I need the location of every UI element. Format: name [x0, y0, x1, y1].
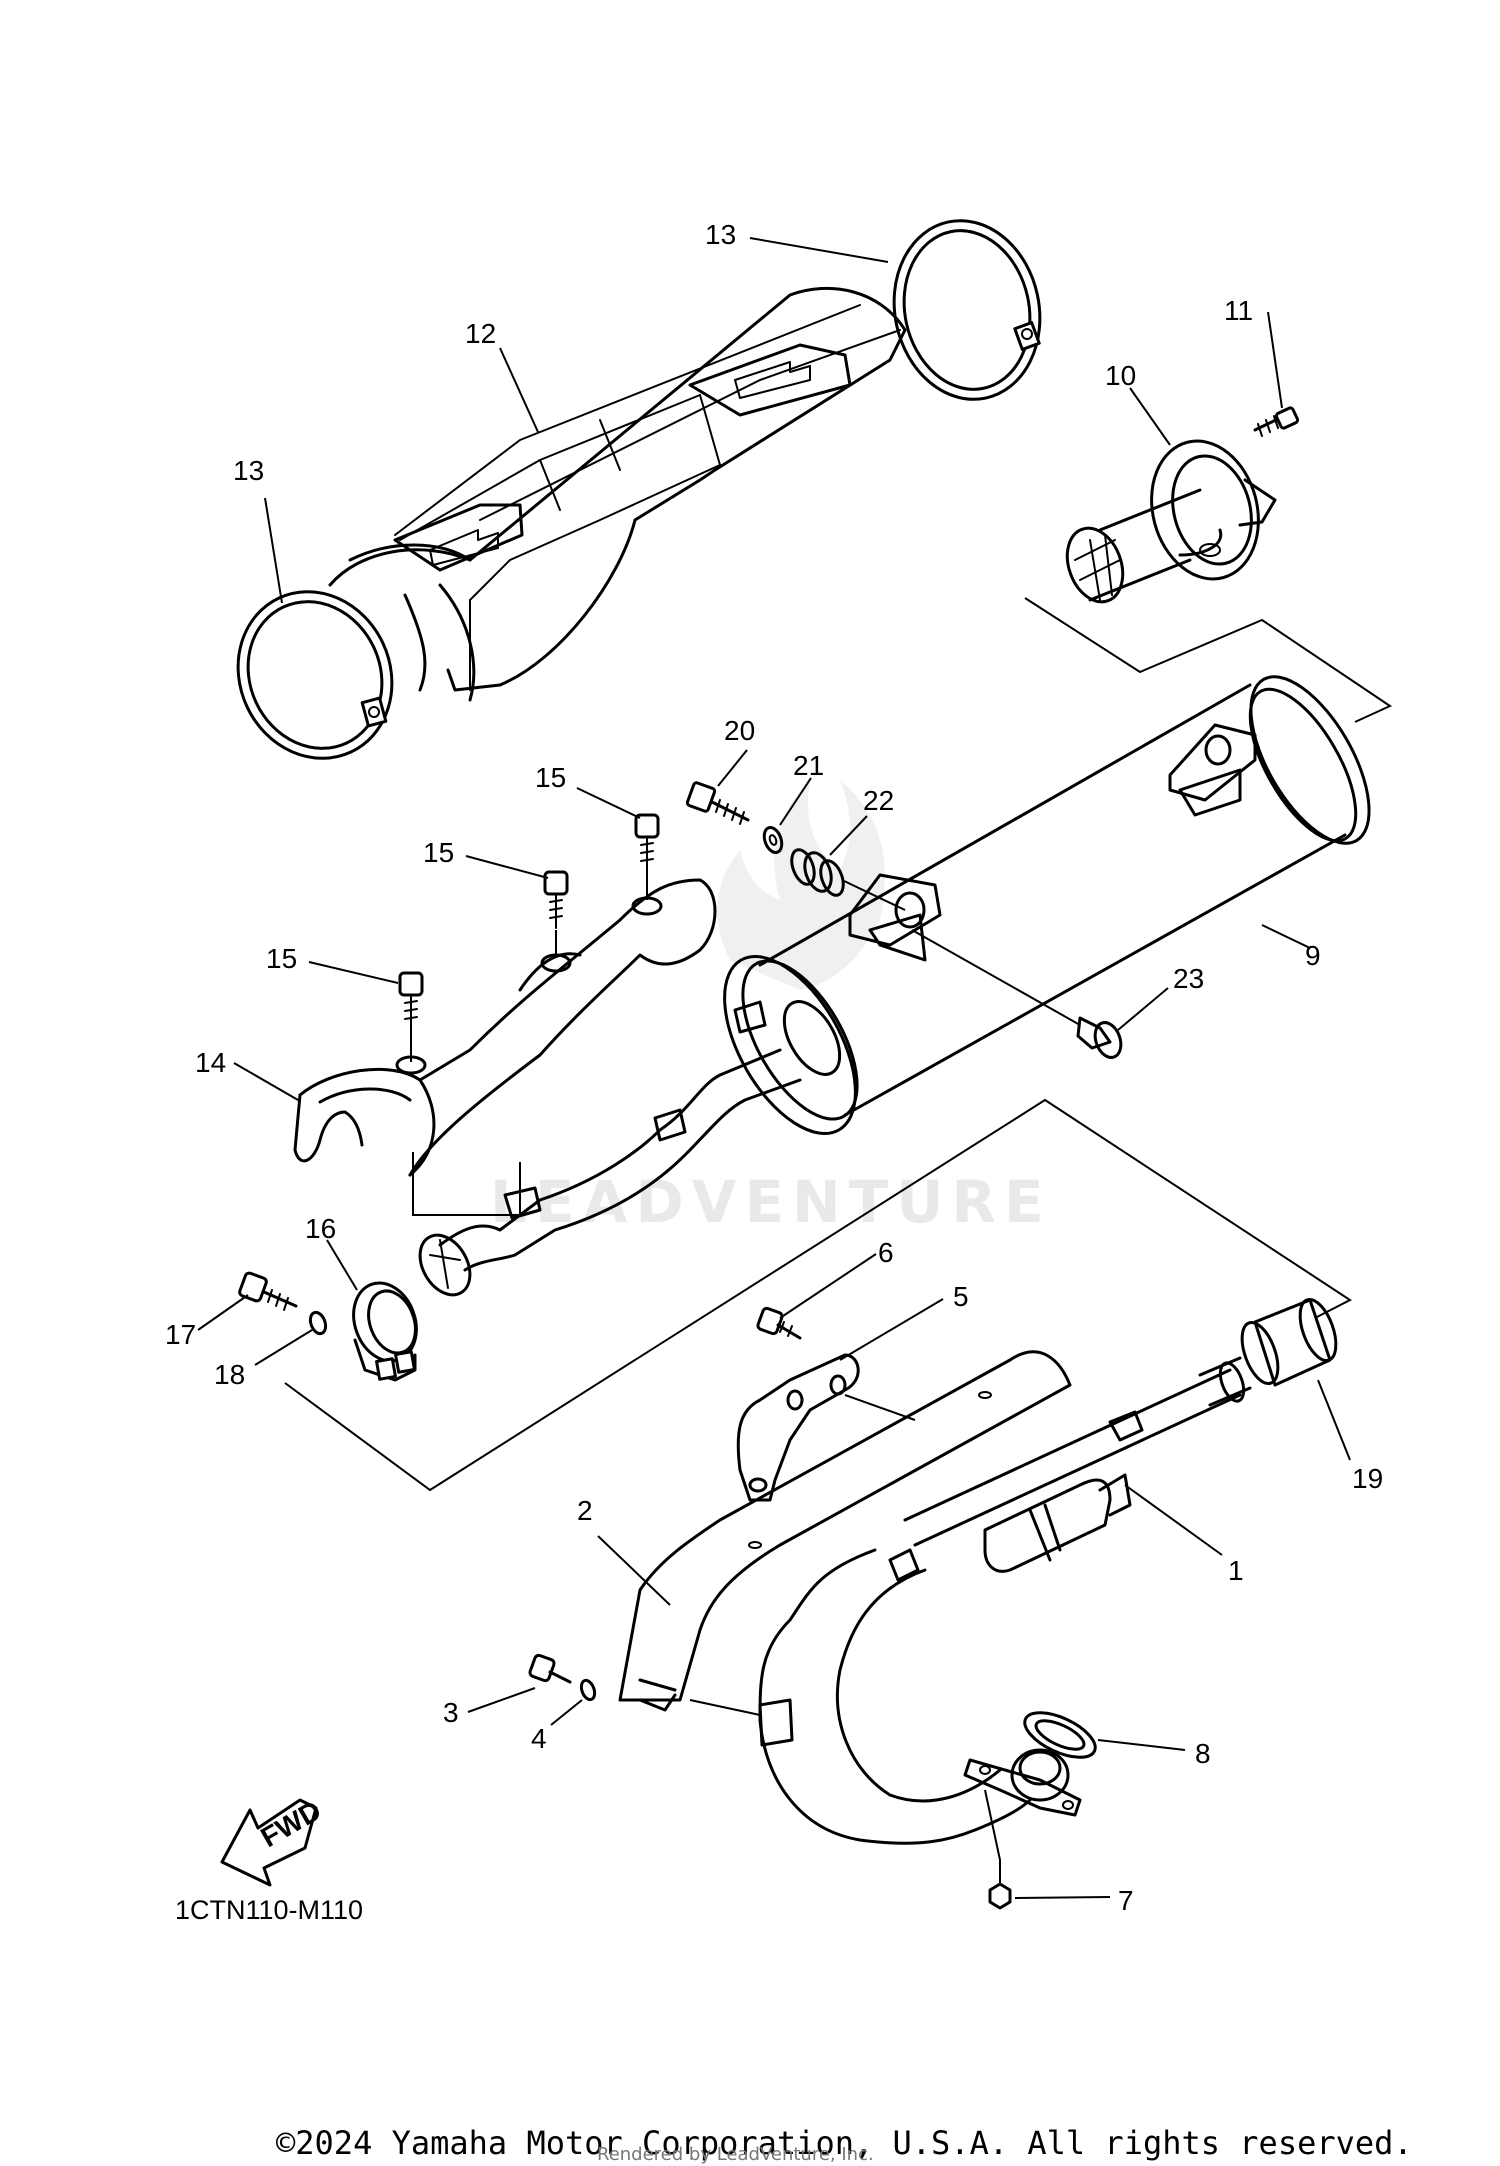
callout-4: 4 — [531, 1723, 547, 1754]
part-21-washer — [762, 825, 784, 855]
callout-15-mid: 15 — [423, 837, 454, 868]
callout-2: 2 — [577, 1495, 593, 1526]
part-16-clamp — [352, 1281, 418, 1382]
callout-1: 1 — [1228, 1555, 1244, 1586]
callout-20: 20 — [724, 715, 755, 746]
watermark-text: LEADVENTURE — [490, 1168, 1052, 1236]
callout-9: 9 — [1305, 940, 1321, 971]
part-15-bolts — [398, 813, 660, 1062]
part-13-clamp-band-left — [236, 590, 394, 760]
callout-labels: 13 12 13 11 10 20 21 22 15 15 15 9 23 14… — [165, 219, 1383, 1925]
callout-7: 7 — [1118, 1885, 1134, 1916]
part-3-bolt — [528, 1653, 572, 1684]
callout-8: 8 — [1195, 1738, 1211, 1769]
part-6-bolt — [756, 1306, 802, 1340]
part-9-muffler — [723, 675, 1371, 1135]
assembly-line-16-1 — [284, 1098, 1352, 1492]
callout-16: 16 — [305, 1213, 336, 1244]
part-10-spark-arrester — [1065, 439, 1277, 604]
callout-10: 10 — [1105, 360, 1136, 391]
callout-18: 18 — [214, 1359, 245, 1390]
part-4-washer — [579, 1678, 597, 1702]
part-8-gasket — [1023, 1711, 1097, 1759]
callout-leaders — [197, 237, 1351, 1899]
rendered-by-notice: Rendered by LeadVenture, Inc. — [597, 2144, 874, 2165]
callout-17: 17 — [165, 1319, 196, 1350]
part-14-pipe-protector — [293, 878, 717, 1177]
callout-15-top: 15 — [535, 762, 566, 793]
watermark: LEADVENTURE — [490, 780, 1052, 1236]
callout-5: 5 — [953, 1281, 969, 1312]
callout-21: 21 — [793, 750, 824, 781]
callout-22: 22 — [863, 785, 894, 816]
part-17-bolt — [238, 1271, 298, 1311]
part-20-bolt — [685, 781, 750, 825]
part-22-grommet — [790, 848, 906, 911]
assembly-line-14-9 — [412, 1152, 521, 1216]
part-19-sleeve — [1240, 1297, 1338, 1387]
part-11-screw — [1253, 406, 1300, 437]
part-12-heat-protector — [328, 287, 907, 702]
callout-15-low: 15 — [266, 943, 297, 974]
part-2-pipe-protector — [618, 1350, 1072, 1716]
callout-11: 11 — [1224, 295, 1253, 326]
fwd-label: FWD — [256, 1794, 327, 1853]
part-18-washer — [308, 1310, 328, 1336]
part-13-clamp-band-right — [892, 219, 1042, 401]
copyright-notice: ©2024 Yamaha Motor Corporation, U.S.A. A… — [276, 2124, 1413, 2162]
callout-13-left: 13 — [233, 455, 264, 486]
part-9-inlet-pipe — [418, 1000, 802, 1297]
callout-19: 19 — [1352, 1463, 1383, 1494]
diagram-code: 1CTN110-M110 — [175, 1895, 363, 1925]
callout-23: 23 — [1173, 963, 1204, 994]
callout-14: 14 — [195, 1047, 226, 1078]
part-23-collar — [911, 929, 1123, 1059]
assembly-line-10-9 — [1024, 597, 1393, 723]
callout-6: 6 — [878, 1237, 894, 1268]
part-1-exhaust-pipe — [758, 1356, 1252, 1845]
callout-3: 3 — [443, 1697, 459, 1728]
part-5-bracket — [736, 1353, 916, 1502]
part-7-nut — [984, 1789, 1012, 1910]
callout-12: 12 — [465, 318, 496, 349]
callout-13-top: 13 — [705, 219, 736, 250]
fwd-arrow-icon: FWD — [220, 1794, 327, 1887]
part-1-flange — [963, 1748, 1082, 1817]
